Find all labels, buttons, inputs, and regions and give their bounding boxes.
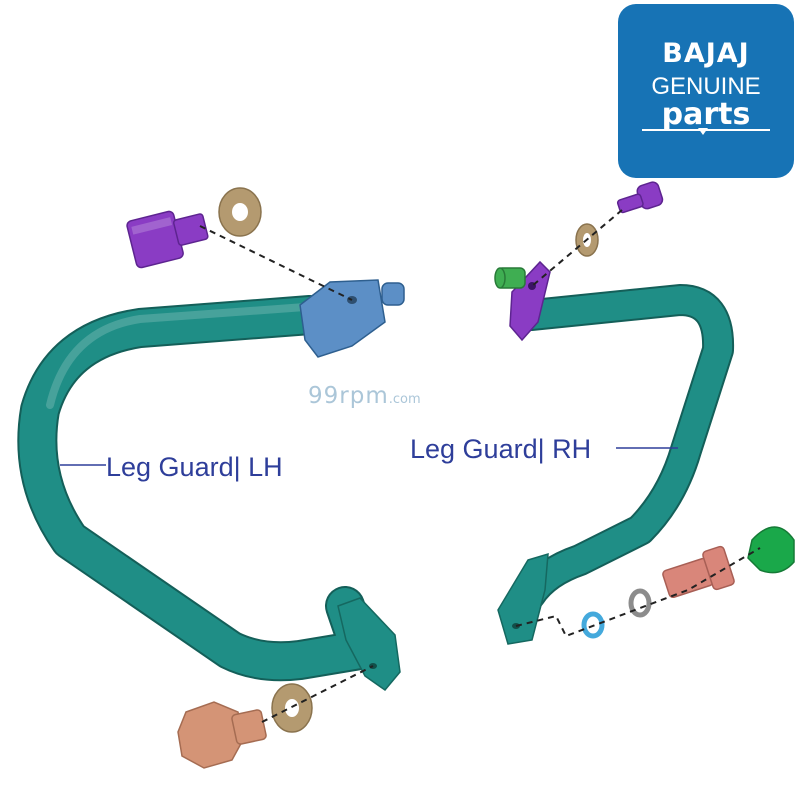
assembly-line-lh-bottom <box>261 665 374 723</box>
leg-guard-lh-bottom-plate <box>337 597 401 692</box>
washer-icon <box>628 588 652 618</box>
logo-underline-notch <box>698 128 708 135</box>
logo-brand-name: BAJAJ <box>662 38 750 69</box>
label-leg-guard-lh: Leg Guard| LH <box>106 452 283 482</box>
stud-icon <box>494 267 526 289</box>
washer-icon <box>271 683 313 733</box>
assembly-lines <box>199 209 761 723</box>
assembly-line-lh-top <box>199 225 353 301</box>
cap-icon <box>747 526 795 574</box>
label-leaders <box>60 447 678 466</box>
spacer-icon <box>662 545 735 599</box>
leg-guard-lh-bracket-stud <box>381 282 405 306</box>
assembly-line-rh-top <box>531 209 623 287</box>
label-leg-guard-rh: Leg Guard| RH <box>410 434 592 464</box>
nut-icon <box>177 701 267 769</box>
washer-icon <box>218 187 262 237</box>
leg-guard-rh-pipe <box>516 286 733 609</box>
watermark-suffix: .com <box>388 392 421 407</box>
assembly-line-rh-bottom <box>515 547 761 638</box>
watermark-main: 99rpm <box>308 383 389 409</box>
ring-icon <box>581 611 605 639</box>
logo-line-genuine: GENUINE <box>651 73 761 100</box>
bajaj-genuine-parts-logo: BAJAJ GENUINE parts <box>618 4 794 178</box>
leg-guard-lh-highlight <box>46 303 309 409</box>
leg-guard-rh-group <box>494 260 735 645</box>
leg-guard-lh-pipe <box>19 297 378 680</box>
bolt-icon <box>616 181 664 214</box>
leg-guard-rh-top-bracket <box>509 260 551 342</box>
site-watermark: 99rpm.com <box>308 383 421 409</box>
leg-guard-lh-top-bracket <box>299 279 386 358</box>
leg-guard-lh-group <box>17 279 405 692</box>
bolt-icon <box>126 210 209 269</box>
leg-guard-rh-bottom-plate <box>497 552 549 645</box>
logo-line-parts: parts <box>661 97 751 132</box>
